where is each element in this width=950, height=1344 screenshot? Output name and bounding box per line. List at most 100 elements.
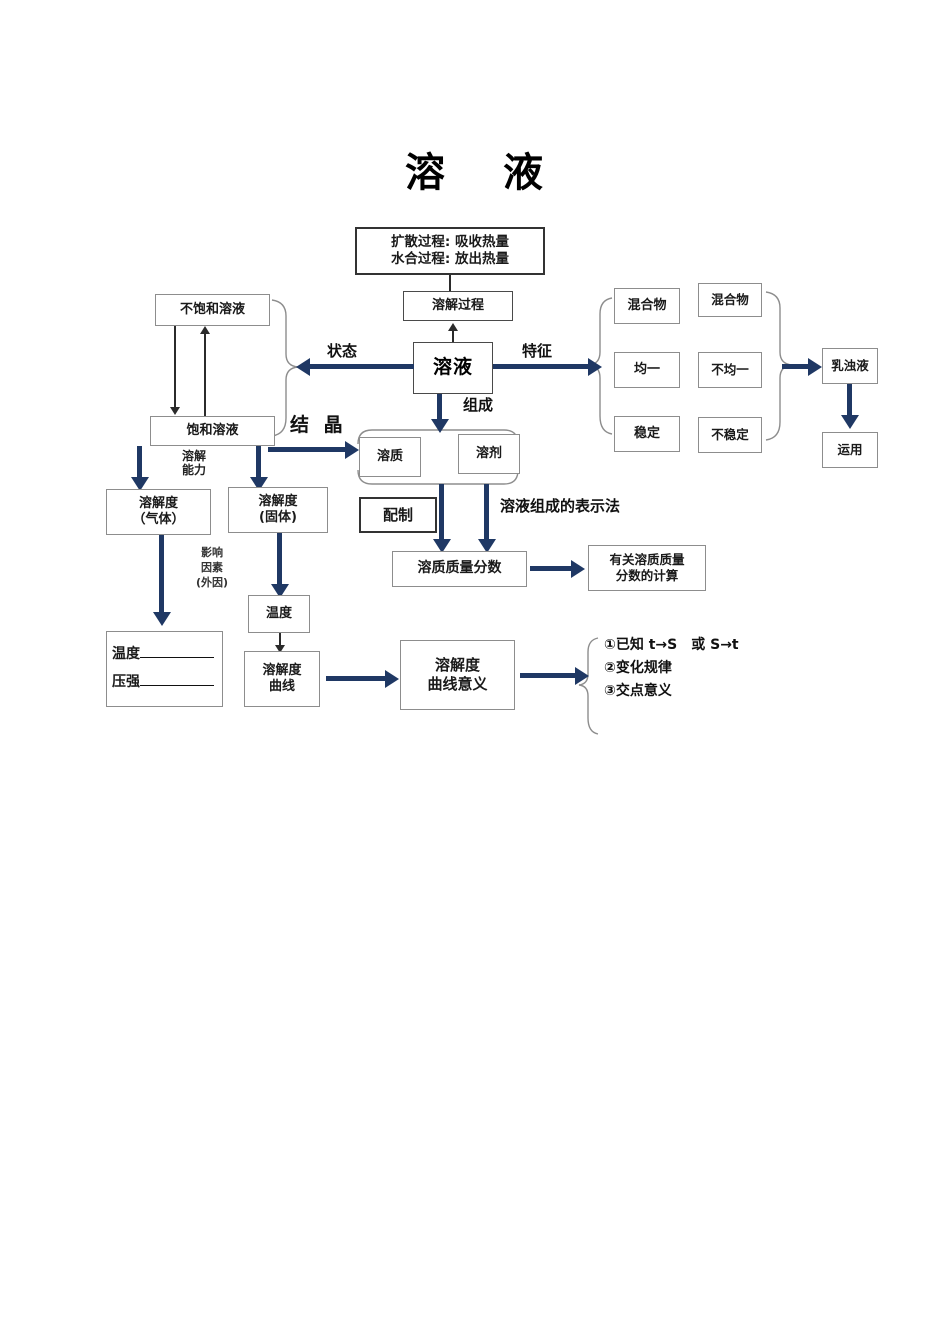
arrow-head-curve-to-meaning [385, 669, 399, 688]
node-dissolving-process: 溶解过程 [403, 291, 513, 321]
mixture-2-label: 混合物 [711, 292, 749, 308]
edge-label-expression-method: 溶液组成的表示法 [500, 497, 621, 515]
unsaturated-label: 不饱和溶液 [179, 301, 245, 317]
calc-line-2: 分数的计算 [615, 568, 679, 583]
arrow-line-solid-to-temperature [277, 533, 282, 585]
arrow-head-gas-to-temp-pressure [152, 612, 171, 626]
influencing-line-2: 因素 [201, 560, 224, 574]
edge-label-dissolving-ability: 溶解 能力 [182, 449, 206, 478]
uniform-label: 均一 [633, 361, 660, 377]
curve-meaning-item-2: ②变化规律 [604, 660, 672, 677]
node-curve-meaning: 溶解度 曲线意义 [400, 640, 515, 710]
dissolving-heat-line-2: 水合过程: 放出热量 [390, 251, 510, 267]
node-solubility-gas: 溶解度 （气体） [106, 489, 211, 535]
node-preparation: 配制 [359, 497, 437, 533]
node-stable: 稳定 [614, 416, 680, 452]
node-temperature: 温度 [248, 595, 310, 633]
calc-line-1: 有关溶质质量 [609, 552, 685, 568]
arrow-up-to-dissolving-process [448, 323, 458, 331]
solute-label: 溶质 [376, 448, 403, 464]
node-solute: 溶质 [359, 437, 421, 477]
arrow-up-sat-to-unsat [200, 326, 210, 334]
saturated-label: 饱和溶液 [186, 422, 239, 438]
pressure-blank-underline [140, 685, 214, 686]
arrow-down-unsat-to-sat [170, 407, 180, 415]
influencing-line-1: 影响 [201, 546, 224, 559]
arrow-line-state [310, 364, 414, 369]
dissolving-ability-line-1: 溶解 [182, 449, 207, 463]
temperature-blank-underline [140, 657, 214, 658]
arrow-head-fraction-to-calc [571, 559, 585, 578]
node-unsaturated-solution: 不饱和溶液 [155, 294, 270, 326]
node-solubility-solid: 溶解度 (固体) [228, 487, 328, 533]
arrow-head-emulsion-to-application [840, 415, 859, 429]
node-mixture-2: 混合物 [698, 283, 762, 317]
node-non-uniform: 不均一 [698, 352, 762, 388]
node-saturated-solution: 饱和溶液 [150, 416, 275, 446]
arrow-head-solute-to-fraction [432, 539, 451, 553]
page-title-char-1: 溶 [405, 149, 447, 196]
node-uniform: 均一 [614, 352, 680, 388]
arrow-line-to-solubility-gas [137, 446, 142, 478]
arrow-line-to-emulsion [782, 364, 810, 369]
page-title-char-2: 液 [503, 149, 545, 196]
temperature-label: 温度 [265, 605, 292, 621]
edge-label-influencing-factors: 影响 因素 (外因) [196, 546, 228, 591]
solubility-solid-line-2: (固体) [259, 510, 297, 525]
node-emulsion: 乳浊液 [822, 348, 878, 384]
solubility-curve-line-2: 曲线 [268, 679, 295, 694]
arrow-head-solvent-to-fraction [477, 539, 496, 553]
curve-meaning-line-2: 曲线意义 [427, 675, 488, 693]
arrow-head-to-solubility-gas [130, 477, 149, 491]
arrow-head-crystallization [345, 440, 359, 459]
connector-temperature-to-curve [279, 633, 281, 653]
node-dissolving-heat: 扩散过程: 吸收热量 水合过程: 放出热量 [355, 227, 545, 275]
arrow-line-fraction-to-calc [530, 566, 572, 571]
node-solubility-curve: 溶解度 曲线 [244, 651, 320, 707]
preparation-label: 配制 [382, 505, 413, 524]
edge-label-crystallization: 结 晶 [290, 414, 347, 436]
connector-solution-to-process-v [452, 331, 454, 349]
node-solvent: 溶剂 [458, 434, 520, 474]
solubility-solid-line-1: 溶解度 [258, 493, 298, 509]
temperature-blank-row: 温度 [102, 640, 227, 668]
application-label: 运用 [837, 442, 863, 458]
connector-unsat-to-sat-line [174, 326, 176, 408]
node-temperature-pressure-blanks: 温度 压强 [106, 631, 223, 707]
solubility-gas-line-2: （气体） [132, 512, 185, 527]
node-solution: 溶液 [413, 342, 493, 394]
arrow-line-to-solubility-solid [256, 446, 261, 478]
arrow-line-feature [493, 364, 589, 369]
connector-heat-to-process-v [449, 275, 451, 291]
curve-meaning-item-1: ①已知 t→S 或 S→t [604, 637, 739, 653]
arrow-head-state [296, 357, 310, 376]
node-unstable: 不稳定 [698, 417, 762, 453]
dissolving-ability-line-2: 能力 [182, 463, 207, 478]
arrow-head-composition [430, 419, 449, 433]
arrow-line-solvent-to-fraction [484, 484, 489, 540]
edge-label-composition: 组成 [463, 396, 494, 414]
arrow-line-gas-to-temp-pressure [159, 535, 164, 613]
non-uniform-label: 不均一 [711, 362, 749, 378]
arrow-head-solid-to-temperature [270, 584, 289, 598]
mixture-1-label: 混合物 [627, 297, 667, 313]
node-solute-mass-fraction: 溶质质量分数 [392, 551, 527, 587]
solution-label: 溶液 [432, 356, 473, 379]
solute-mass-fraction-label: 溶质质量分数 [417, 560, 502, 577]
edge-label-feature: 特征 [522, 342, 553, 360]
pressure-blank-row: 压强 [102, 668, 227, 696]
edge-label-state: 状态 [327, 342, 358, 360]
arrow-line-emulsion-to-application [847, 384, 852, 416]
solvent-label: 溶剂 [475, 445, 502, 461]
arrow-line-meaning-to-list [520, 673, 576, 678]
page-title: 溶液 [0, 140, 950, 198]
arrow-line-crystallization [268, 447, 346, 452]
curve-meaning-line-1: 溶解度 [434, 656, 480, 675]
arrow-head-feature [588, 357, 602, 376]
node-mixture-1: 混合物 [614, 288, 680, 324]
arrow-down-temperature-to-curve [275, 645, 285, 653]
arrow-line-composition [437, 394, 442, 420]
node-application: 运用 [822, 432, 878, 468]
solubility-gas-line-1: 溶解度 [138, 495, 178, 511]
